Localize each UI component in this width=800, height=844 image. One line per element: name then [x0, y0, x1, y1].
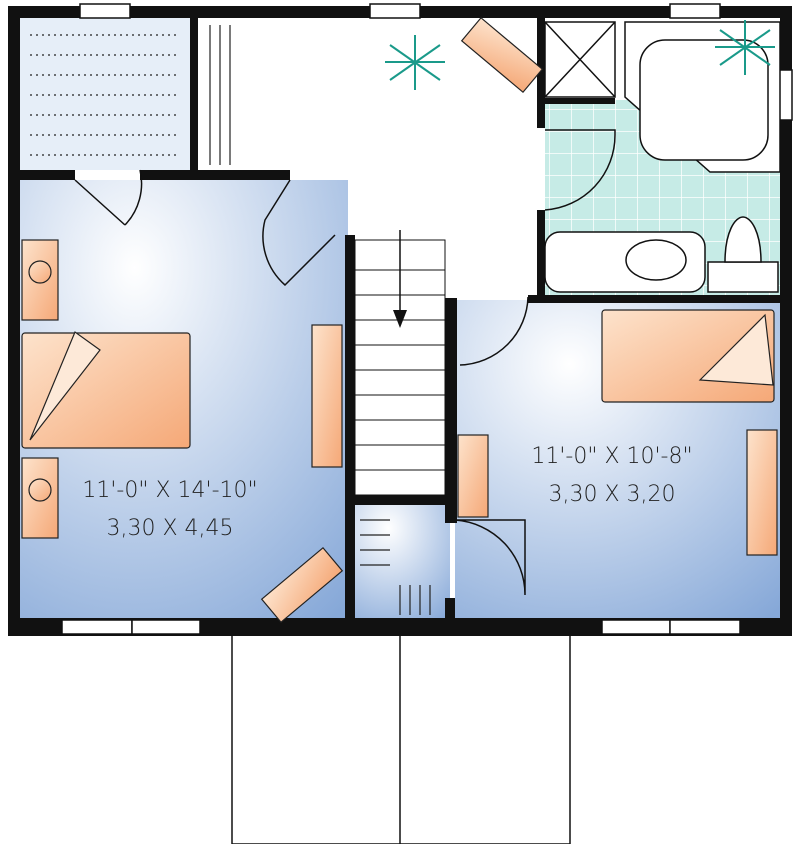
windows — [61, 3, 793, 635]
walls — [8, 6, 792, 636]
dresser-right — [746, 429, 778, 556]
bedroom-right-imperial: 11'-0" X 10'-8" — [531, 444, 692, 469]
toilet — [724, 216, 762, 263]
arrow-down-icon — [393, 310, 407, 328]
dresser-left — [311, 324, 343, 468]
bedroom-left-imperial: 11'-0" X 14'-10" — [82, 478, 257, 503]
closet-top-floor — [20, 18, 190, 170]
furniture — [21, 16, 778, 624]
nightstand-right — [457, 434, 489, 518]
doors — [74, 129, 616, 596]
chair-left — [260, 546, 344, 624]
bedroom-left-metric: 3,30 X 4,45 — [106, 516, 233, 541]
chair-top — [460, 16, 544, 94]
bathroom-fixtures — [544, 21, 781, 293]
bedroom-right-metric: 3,30 X 3,20 — [548, 482, 675, 507]
stairs — [354, 230, 446, 496]
sink — [625, 239, 687, 281]
porch — [231, 636, 571, 844]
plant-icon — [385, 20, 775, 90]
closet-floor — [355, 505, 450, 620]
closet-rods — [30, 25, 431, 615]
bed-left — [21, 332, 191, 449]
